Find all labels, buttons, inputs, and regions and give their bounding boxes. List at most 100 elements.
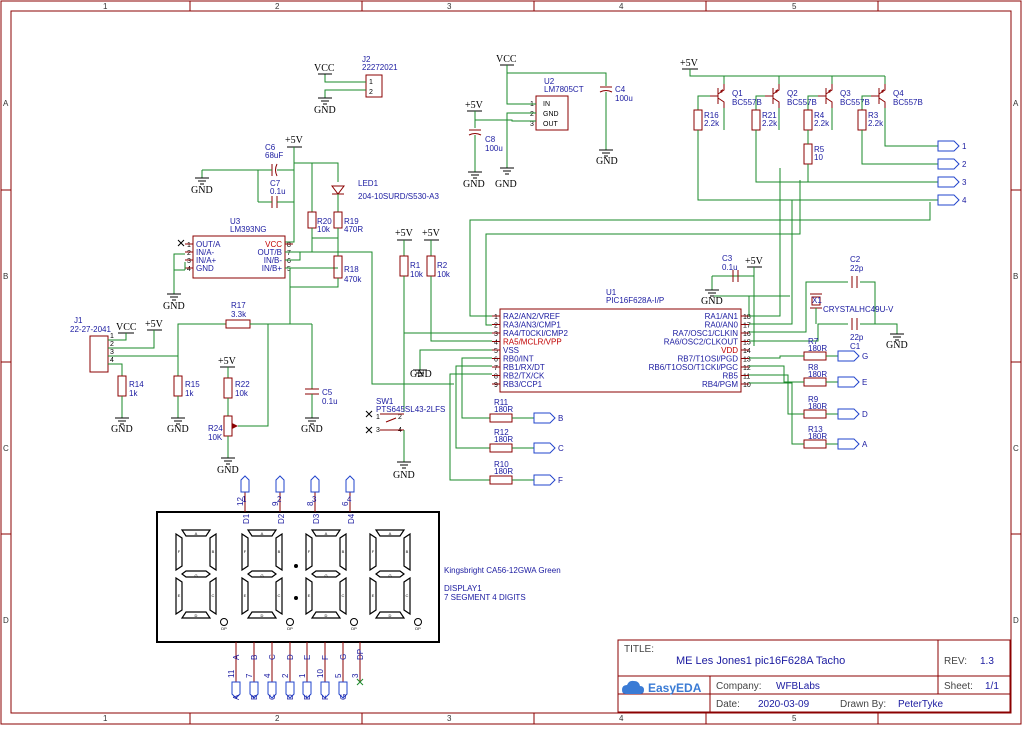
display-top-port-2-label: 2 <box>277 495 282 504</box>
r22-ref: R22 <box>235 380 250 389</box>
digit-port-3[interactable]: 3 <box>937 176 967 188</box>
seg-port-f[interactable]: F <box>533 474 563 486</box>
gnd-label-c6: GND <box>191 185 213 196</box>
display-bottom-pin-dp: DP3 <box>351 642 365 686</box>
seg-port-b[interactable]: B <box>533 412 563 424</box>
u1-right-pin-17: RA0/AN0 <box>705 321 739 330</box>
decimal-point <box>350 618 358 626</box>
sw1-pin1: 1 <box>376 414 380 421</box>
sheet-label: Sheet: <box>944 681 973 692</box>
vcc-label-u2: VCC <box>496 54 517 65</box>
seg-port-c[interactable]: C <box>533 442 564 454</box>
u3-right-pin-3: IN/B+ <box>262 264 283 273</box>
display-top-port-1[interactable]: 1 <box>240 475 250 504</box>
seg-port-d[interactable]: D <box>837 408 868 420</box>
colon-dot-top <box>294 564 298 568</box>
u2-regulator[interactable]: IN GND OUT 1 2 3 U2 LM7805CT VCC +5V <box>465 54 607 168</box>
r22-resistor[interactable]: +5V R22 10k <box>218 356 250 416</box>
display-bottom-port-e[interactable] <box>302 681 312 699</box>
title-label: TITLE: <box>624 644 654 655</box>
company-label: Company: <box>716 681 762 692</box>
digit-port-1[interactable]: 1 <box>937 140 967 152</box>
segment-a <box>246 529 278 537</box>
display-bottom-pin-d: D2D <box>281 642 295 700</box>
digit-port-4[interactable]: 4 <box>937 194 967 206</box>
display-bottom-port-label-0: A <box>232 694 241 700</box>
c8-capacitor[interactable]: C8 100u GND GND <box>463 129 517 190</box>
display-top-port-2[interactable]: 2 <box>275 475 285 504</box>
c5-value: 0.1u <box>322 397 338 406</box>
c5-capacitor[interactable]: C5 0.1u GND <box>290 323 338 435</box>
u1-part: PIC16F628A-I/P <box>606 296 664 305</box>
display-bottom-pin-b: B7B <box>245 642 259 700</box>
display-bottom-port-c[interactable] <box>267 681 277 699</box>
display-bottom-pin-num-3: 2 <box>281 673 290 678</box>
r24-value: 10K <box>208 433 223 442</box>
digit-port-2[interactable]: 2 <box>937 158 967 170</box>
u1-left-pin-4: RA5/MCLR/VPP <box>503 338 562 347</box>
r1-resistor[interactable]: +5V R1 10k <box>395 228 492 412</box>
c4-capacitor[interactable]: C4 100u GND <box>596 85 633 167</box>
r24-potentiometer[interactable]: R24 10K GND <box>208 323 269 476</box>
led1-ref: LED1 <box>358 179 379 188</box>
frame-row-d-right: D <box>1013 616 1019 625</box>
display-bottom-port-a[interactable] <box>231 681 241 699</box>
display-bottom-port-f[interactable] <box>320 681 330 699</box>
bjt-res-val-3: 10 <box>814 153 823 162</box>
r14-resistor[interactable]: R14 1k GND <box>111 375 144 435</box>
r18-resistor[interactable]: R18 470k <box>290 238 362 288</box>
u1-left-num-5: 5 <box>494 348 498 355</box>
u3-left-num-3: 4 <box>187 266 191 273</box>
sw1-pushbutton[interactable]: SW1 PTS645SL43-2LFS 1 2 3 4 GND <box>365 397 445 481</box>
segment-label-b: B <box>212 549 215 554</box>
display-bottom-pin-label-0: A <box>232 654 241 660</box>
p5v-label-j1: +5V <box>145 319 164 330</box>
drawn-by-value: PeterTyke <box>898 699 943 710</box>
j2-connector[interactable]: 1 2 J2 22272021 VCC GND <box>314 55 398 116</box>
display-bottom-pin-label-7: DP <box>356 649 365 660</box>
display-bottom-port-d[interactable] <box>285 681 295 699</box>
bjt-res-ref-4: R3 <box>868 111 879 120</box>
display-bottom-port-g[interactable] <box>338 681 348 699</box>
x1-crystal[interactable]: X1 CRYSTALHC49U-V <box>810 293 894 324</box>
p5v-label-u3: +5V <box>285 135 304 146</box>
c6-capacitor[interactable]: C6 68uF GND <box>191 143 294 196</box>
c1-capacitor[interactable]: 22p C1 GND <box>850 318 908 351</box>
led1[interactable]: LED1 204-10SURD/S530-A3 <box>331 179 439 212</box>
seg-port-e[interactable]: E <box>837 376 867 388</box>
r15-resistor[interactable]: R15 1k GND <box>167 375 200 435</box>
r15-value: 1k <box>185 389 194 398</box>
p5v-label-c8: +5V <box>465 100 484 111</box>
display-top-port-3[interactable]: 3 <box>310 475 320 504</box>
r2-resistor[interactable]: +5V R2 10k <box>422 228 492 342</box>
seg-port-a[interactable]: A <box>837 438 868 450</box>
u1-right-pin-18: RA1/AN1 <box>705 312 739 321</box>
u1-microcontroller[interactable]: U1 PIC16F628A-I/P RA2/AN2/VREF1RA3/AN3/C… <box>492 288 751 393</box>
segment-c <box>403 576 411 616</box>
c2-capacitor[interactable]: C2 22p <box>850 255 864 288</box>
seg-port-g[interactable]: G <box>837 350 868 362</box>
c3-capacitor[interactable]: C3 0.1u +5V GND <box>701 254 764 346</box>
display-bottom-port-label-6: G <box>339 694 348 700</box>
display-bottom-port-b[interactable] <box>249 681 259 699</box>
c7-capacitor[interactable]: C7 0.1u <box>257 170 294 208</box>
gnd-label-r24: GND <box>217 465 239 476</box>
display-top-port-4[interactable]: 4 <box>345 475 355 504</box>
display-bottom-pin-e: E1E <box>298 642 312 700</box>
u1-right-num-12: 12 <box>743 365 751 372</box>
c2-ref: C2 <box>850 255 861 264</box>
